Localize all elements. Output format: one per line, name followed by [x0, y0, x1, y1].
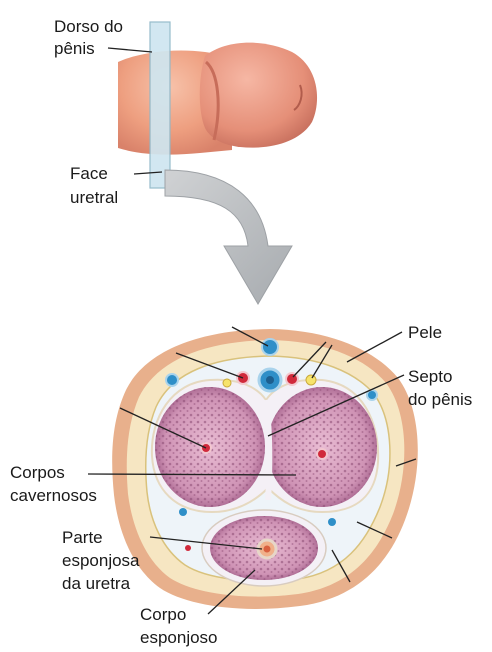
label-urethra-line3: da uretra [62, 573, 130, 595]
label-urethral-line1: Face [70, 163, 108, 185]
curved-arrow [165, 170, 292, 304]
corpus-cavernosum-left [155, 387, 265, 507]
label-spongiosum-line1: Corpo [140, 604, 186, 626]
corpus-cavernosum-right [267, 387, 377, 507]
septum [266, 400, 269, 500]
label-cavernosa-line2: cavernosos [10, 485, 97, 507]
label-septum-line2: do pênis [408, 389, 472, 411]
label-urethral-line2: uretral [70, 187, 118, 209]
label-urethra-line1: Parte [62, 527, 103, 549]
label-septum-line1: Septo [408, 366, 452, 388]
penis-illustration [108, 22, 317, 188]
dorsal-artery-right [286, 373, 298, 385]
label-cavernosa-line1: Corpos [10, 462, 65, 484]
label-dorsal-line1: Dorso do [54, 16, 123, 38]
deep-artery-right [317, 449, 327, 459]
label-urethra-line2: esponjosa [62, 550, 140, 572]
corpus-spongiosum [202, 510, 326, 586]
label-spongiosum-line2: esponjoso [140, 627, 218, 649]
label-skin: Pele [408, 322, 442, 344]
label-dorsal-line2: pênis [54, 38, 95, 60]
superficial-vein [262, 339, 278, 355]
cut-plane [150, 22, 170, 188]
